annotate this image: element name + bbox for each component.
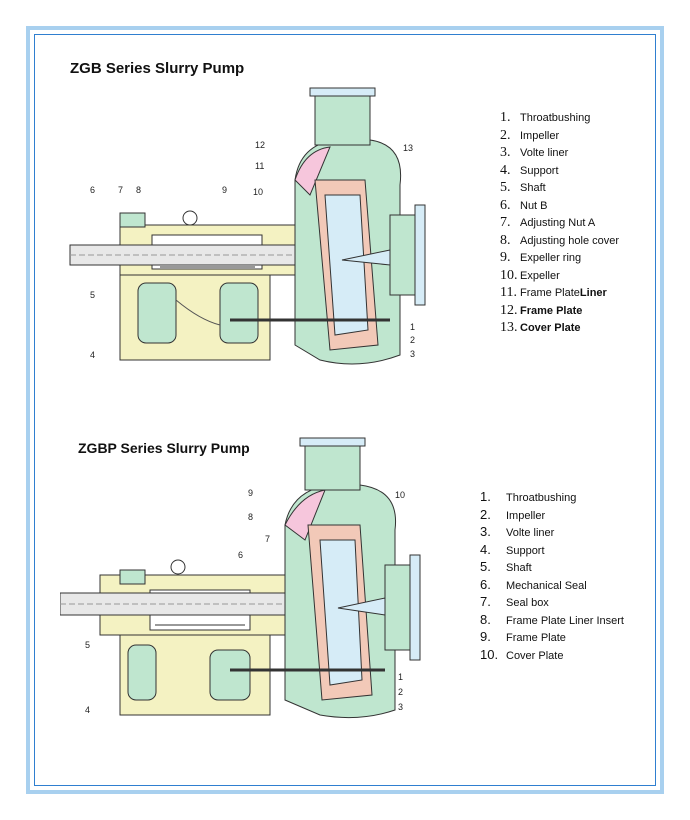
callout-3: 3: [410, 349, 415, 359]
bearing-support: [119, 634, 271, 716]
suction-flange: [389, 204, 426, 306]
callout-1: 1: [398, 672, 403, 682]
suction-flange: [384, 554, 421, 661]
legend-item: 5.Shaft: [480, 559, 532, 574]
legend-item: 1.Throatbushing: [480, 489, 577, 504]
legend-item: 9.Frame Plate: [480, 629, 566, 644]
callout-5: 5: [90, 290, 95, 300]
legend-item: 10.Expeller: [500, 267, 560, 283]
callout-2: 2: [410, 335, 415, 345]
legend-item: 9.Expeller ring: [500, 250, 582, 265]
legend-item: 4.Support: [480, 541, 545, 557]
callouts: 6 7 8 9 10 11 12 13 5 4 1 2 3: [90, 140, 415, 360]
callout-2: 2: [398, 687, 403, 697]
legend-item: 10.Cover Plate: [480, 646, 564, 662]
zgb-pump-cross-section: 6 7 8 9 10 11 12 13 5 4 1 2 3: [69, 87, 426, 365]
callout-9: 9: [222, 185, 227, 195]
callout-1: 1: [410, 322, 415, 332]
callout-10: 10: [253, 187, 263, 197]
zgbp-parts-legend: 1.Throatbushing 2.Impeller 3.Volte liner…: [480, 489, 624, 664]
callout-7: 7: [118, 185, 123, 195]
legend-item: 7.Seal box: [480, 594, 549, 609]
legend-item: 3.Volte liner: [500, 145, 569, 160]
callout-4: 4: [90, 350, 95, 360]
bearing-support: [119, 274, 271, 361]
callout-6: 6: [90, 185, 95, 195]
discharge-branch: [309, 87, 376, 146]
legend-item: 2.Impeller: [480, 506, 546, 522]
legend-item: 6.Mechanical Seal: [480, 576, 587, 592]
legend-item: 12.Frame Plate: [500, 302, 583, 318]
legend-item: 1.Throatbushing: [500, 110, 591, 125]
inner-frame: [34, 34, 656, 786]
legend-item: 11.Frame Plate Liner: [500, 285, 607, 300]
callout-9: 9: [248, 488, 253, 498]
callout-4: 4: [85, 705, 90, 715]
diagram-title-zgbp: ZGBP Series Slurry Pump: [78, 440, 250, 456]
legend-item: 3.Volte liner: [480, 524, 555, 539]
legend-item: 4.Support: [500, 162, 559, 178]
outer-frame: [26, 26, 664, 794]
callout-8: 8: [248, 512, 253, 522]
zgb-parts-legend: 1.Throatbushing 2.Impeller 3.Volte liner…: [500, 110, 619, 338]
zgbp-pump-cross-section: 9 8 7 6 10 5 4 1 2 3: [60, 437, 421, 719]
callout-3: 3: [398, 702, 403, 712]
legend-item: 8.Frame Plate Liner Insert: [480, 611, 624, 627]
legend-item: 5.Shaft: [500, 180, 546, 195]
legend-item: 6.Nut B: [500, 197, 548, 213]
callout-10: 10: [395, 490, 405, 500]
callout-7: 7: [265, 534, 270, 544]
callouts: 9 8 7 6 10 5 4 1 2 3: [85, 488, 405, 715]
volute-casing: [284, 484, 397, 719]
volute-casing: [294, 139, 402, 365]
legend-item: 13.Cover Plate: [500, 320, 581, 335]
callout-6: 6: [238, 550, 243, 560]
callout-12: 12: [255, 140, 265, 150]
legend-item: 2.Impeller: [500, 127, 560, 143]
callout-13: 13: [403, 143, 413, 153]
callout-11: 11: [255, 161, 264, 171]
callout-5: 5: [85, 640, 90, 650]
legend-item: 7.Adjusting Nut A: [500, 215, 596, 230]
diagram-title-zgb: ZGB Series Slurry Pump: [70, 60, 245, 77]
callout-8: 8: [136, 185, 141, 195]
discharge-branch: [299, 437, 366, 491]
legend-item: 8.Adjusting hole cover: [500, 232, 620, 248]
